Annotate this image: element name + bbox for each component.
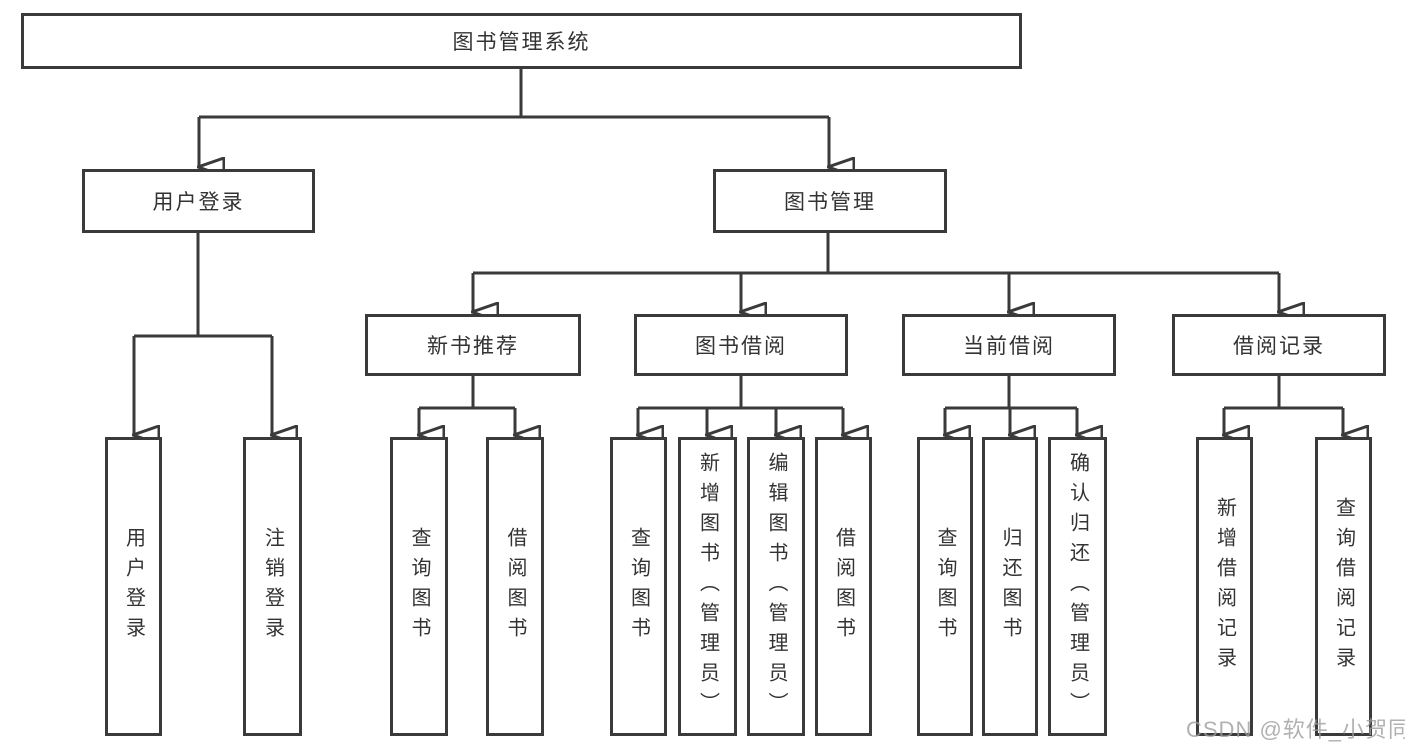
node-borrowing-records-label: 借阅记录 [1233, 335, 1325, 358]
connector-current-borrowing [945, 374, 1077, 435]
node-current-borrowing-label: 当前借阅 [963, 335, 1055, 358]
node-book-borrowing: 图书借阅 [634, 314, 848, 376]
connector-user-login [134, 231, 272, 435]
connector-book-borrowing [638, 374, 843, 435]
leaf-borrow-query-books: 查询图书 [610, 437, 667, 736]
node-user-login: 用户登录 [82, 169, 315, 233]
leaf-logout-login: 注销登录 [243, 437, 302, 736]
node-current-borrowing: 当前借阅 [902, 314, 1116, 376]
connector-root [199, 67, 829, 167]
connector-new-book-recommend [419, 374, 515, 435]
node-borrowing-records: 借阅记录 [1172, 314, 1386, 376]
leaf-current-confirm-return-admin: 确认归还（管理员） [1048, 437, 1107, 736]
leaf-records-add-record: 新增借阅记录 [1196, 437, 1253, 736]
leaf-current-return-books: 归还图书 [982, 437, 1038, 736]
leaf-current-query-books: 查询图书 [917, 437, 973, 736]
leaf-borrow-borrow-books: 借阅图书 [815, 437, 872, 736]
node-root: 图书管理系统 [21, 13, 1022, 69]
leaf-newrec-query-books: 查询图书 [390, 437, 448, 736]
connector-borrowing-records [1224, 374, 1343, 435]
node-book-borrowing-label: 图书借阅 [695, 335, 787, 358]
node-book-management-label: 图书管理 [784, 191, 876, 214]
leaf-user-login: 用户登录 [105, 437, 162, 736]
leaf-newrec-borrow-books: 借阅图书 [486, 437, 544, 736]
node-new-book-recommend: 新书推荐 [365, 314, 581, 376]
leaf-borrow-add-books-admin: 新增图书（管理员） [678, 437, 737, 736]
csdn-watermark: CSDN @软件_小贺同学 [1186, 717, 1405, 742]
connector-book-management [473, 231, 1279, 312]
node-user-login-label: 用户登录 [152, 191, 245, 214]
node-root-label: 图书管理系统 [452, 31, 591, 54]
node-new-book-recommend-label: 新书推荐 [427, 335, 519, 358]
leaf-records-query-record: 查询借阅记录 [1315, 437, 1372, 736]
leaf-borrow-edit-books-admin: 编辑图书（管理员） [747, 437, 805, 736]
node-book-management: 图书管理 [713, 169, 947, 233]
